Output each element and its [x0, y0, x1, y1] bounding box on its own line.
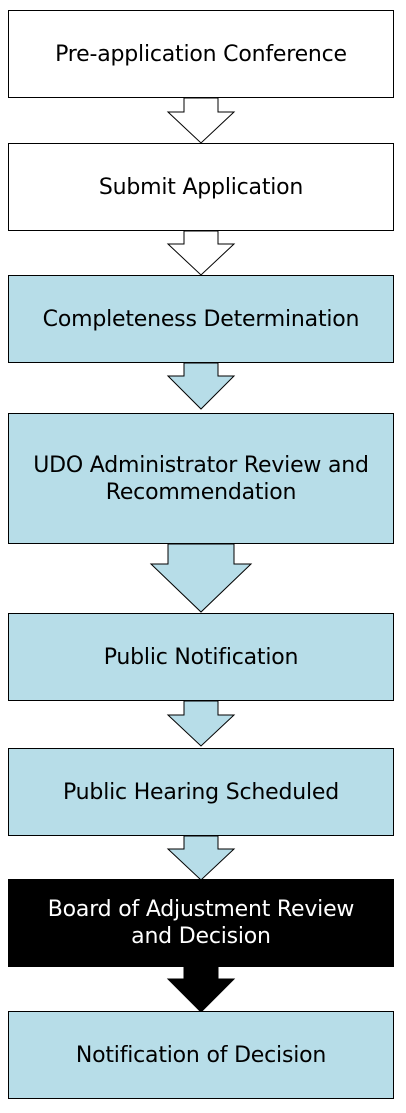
step-label: Submit Application [98, 174, 304, 200]
down-arrow-icon [166, 700, 236, 747]
step-public-notification: Public Notification [8, 613, 394, 701]
step-completeness-determination: Completeness Determination [8, 275, 394, 363]
step-public-hearing-scheduled: Public Hearing Scheduled [8, 748, 394, 836]
step-submit-application: Submit Application [8, 143, 394, 231]
step-label: Notification of Decision [75, 1042, 327, 1068]
step-pre-application-conference: Pre-application Conference [8, 10, 394, 98]
step-label: Board of Adjustment Review and Decision [47, 897, 355, 949]
down-arrow-icon [166, 97, 236, 144]
down-arrow-icon [149, 543, 253, 613]
step-label: Completeness Determination [42, 306, 360, 332]
step-board-review-decision: Board of Adjustment Review and Decision [8, 879, 394, 967]
step-notification-of-decision: Notification of Decision [8, 1011, 394, 1099]
down-arrow-icon [166, 835, 236, 881]
down-arrow-icon [166, 966, 236, 1013]
down-arrow-icon [166, 362, 236, 410]
step-administrator-review: UDO Administrator Review and Recommendat… [8, 413, 394, 544]
step-label: Public Notification [103, 644, 299, 670]
step-label: Public Hearing Scheduled [63, 779, 339, 805]
step-label: Pre-application Conference [55, 41, 347, 67]
step-label: UDO Administrator Review and Recommendat… [33, 452, 369, 505]
down-arrow-icon [166, 230, 236, 276]
